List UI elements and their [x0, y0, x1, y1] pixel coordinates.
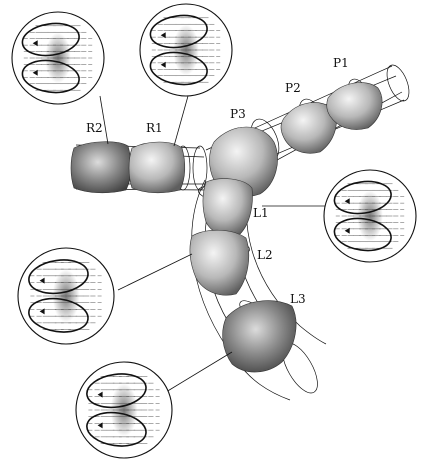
label-r1: R1: [146, 121, 163, 135]
label-l2: L2: [257, 248, 273, 262]
isosurface-l3: [223, 301, 296, 372]
isosurface-l2: [190, 230, 249, 295]
label-l1: L1: [253, 206, 269, 220]
cross-section-l2: [18, 248, 114, 344]
isosurface-r2: [71, 142, 131, 193]
cross-section-r1: [140, 4, 232, 96]
label-p1: P1: [333, 56, 349, 70]
cross-section-l1: [324, 170, 416, 262]
label-l3: L3: [290, 292, 306, 306]
label-p2: P2: [285, 81, 301, 95]
label-p3: P3: [230, 107, 246, 121]
leader-r1: [174, 96, 188, 146]
leader-l3: [166, 352, 232, 392]
label-r2: R2: [86, 121, 103, 135]
isosurface-r1: [129, 142, 185, 193]
leader-l2: [118, 254, 192, 290]
isosurface-l1: [203, 179, 253, 236]
cross-section-l3: [76, 362, 172, 458]
cross-section-r2: [12, 12, 104, 104]
leader-r2: [100, 96, 108, 144]
